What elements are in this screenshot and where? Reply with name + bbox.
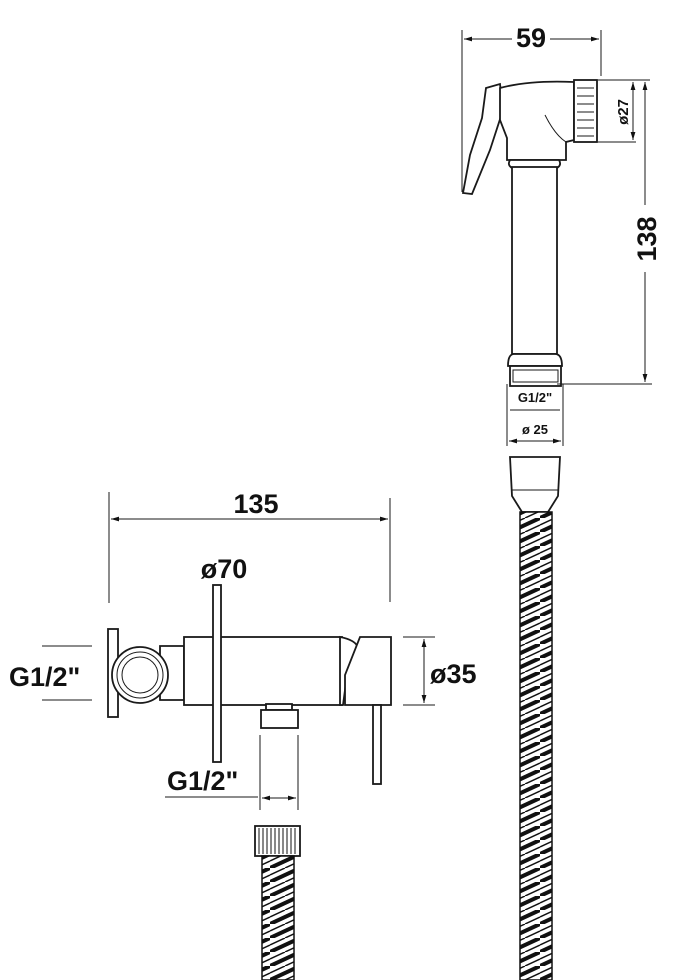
- hose-long: [509, 456, 561, 980]
- hose-cone-fitting: [509, 456, 561, 513]
- hose-braid: [261, 855, 295, 980]
- outlet-thread-label: G1/2": [167, 766, 238, 796]
- inlet-ring: [111, 646, 169, 704]
- handset-width-label: 59: [516, 23, 546, 53]
- valve-drawing: 135 ø70 G1/2" ø35 G1/2": [9, 489, 477, 810]
- handset-lever: [461, 82, 504, 195]
- handset-head: [499, 80, 575, 161]
- handset-tube: [511, 166, 558, 355]
- handset-collar: [507, 353, 563, 367]
- nozzle-knurl: [577, 87, 594, 137]
- valve-length-label: 135: [233, 489, 278, 519]
- flange-diameter-label: ø70: [201, 554, 248, 584]
- outlet-neck: [265, 703, 293, 711]
- nozzle-ring: [573, 79, 598, 143]
- handset-base-diameter-label: ø 25: [522, 422, 548, 437]
- nozzle-diameter-label: ø27: [615, 99, 632, 125]
- fitting-thread: [512, 369, 559, 383]
- handset-thread-label: G1/2": [518, 390, 552, 405]
- handset-fitting: [509, 365, 562, 387]
- hand-shower-drawing: 59 ø27 138 G1/2" ø 25: [461, 23, 662, 446]
- hose-short: [254, 825, 301, 980]
- hose-braid: [519, 511, 553, 980]
- handset-head-curve: [544, 114, 567, 143]
- valve-body: [183, 636, 343, 706]
- outlet-nut: [260, 709, 299, 729]
- body-diameter-label: ø35: [430, 659, 477, 689]
- valve-lever: [372, 704, 382, 785]
- inlet-thread-label: G1/2": [9, 662, 80, 692]
- valve-handle: [344, 636, 392, 706]
- cover-plate: [212, 584, 222, 763]
- hose-nut: [254, 825, 301, 857]
- handset-length-label: 138: [632, 216, 662, 261]
